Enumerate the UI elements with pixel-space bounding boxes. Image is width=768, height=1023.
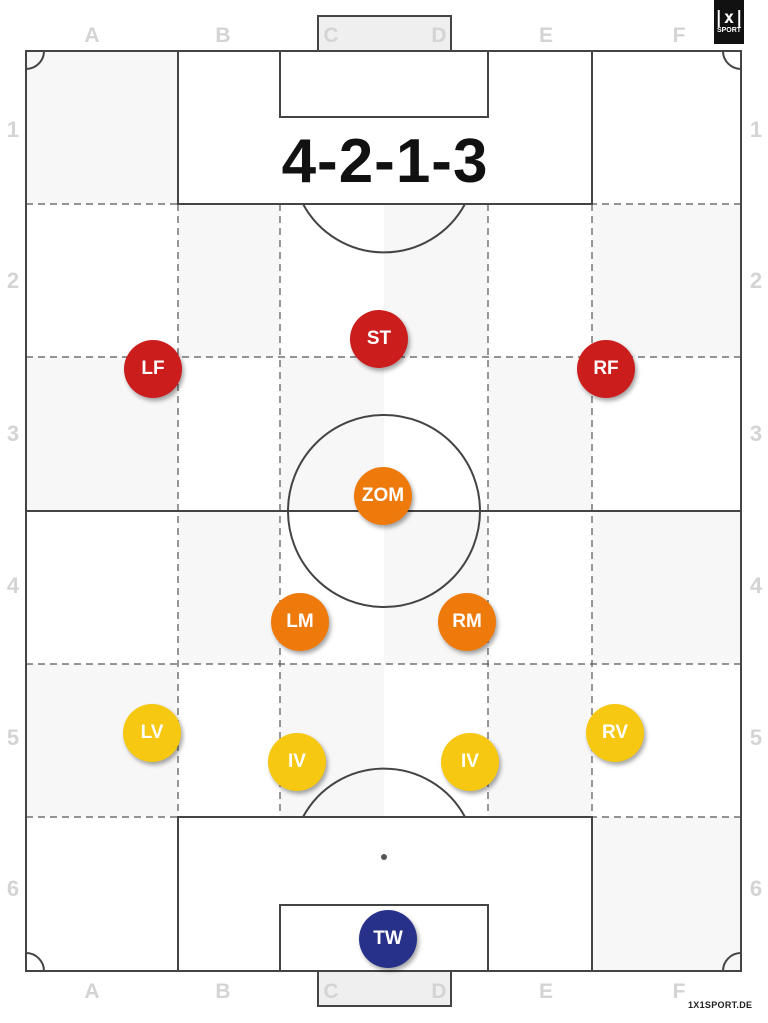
column-label-bottom: F: [672, 980, 686, 1003]
player-marker: RM: [438, 593, 496, 651]
row-label-left: 2: [6, 268, 20, 293]
column-label-bottom: E: [538, 980, 553, 1003]
column-label-top: A: [84, 24, 100, 47]
bottom-goal: [317, 970, 452, 1007]
column-label-bottom: B: [215, 980, 231, 1003]
row-label-right: 1: [749, 117, 763, 142]
row-label-right: 3: [749, 421, 763, 446]
column-label-bottom: D: [431, 980, 447, 1003]
player-marker: ST: [350, 310, 408, 368]
player-marker: LV: [123, 704, 181, 762]
brand-logo: |x| SPORT: [714, 0, 744, 44]
row-label-left: 1: [6, 117, 20, 142]
formation-title: 4-2-1-3: [281, 121, 489, 201]
player-marker: TW: [359, 910, 417, 968]
player-marker: ZOM: [354, 467, 412, 525]
row-label-left: 5: [6, 725, 20, 750]
site-url: 1X1SPORT.DE: [688, 1000, 753, 1010]
column-label-bottom: A: [84, 980, 100, 1003]
player-marker: IV: [268, 733, 326, 791]
row-label-left: 6: [6, 876, 20, 901]
penalty-spot: [381, 854, 387, 860]
player-marker: LM: [271, 593, 329, 651]
row-label-left: 4: [6, 573, 20, 598]
column-label-top: B: [215, 24, 231, 47]
logo-mark: |x|: [713, 8, 745, 28]
column-label-bottom: C: [323, 980, 339, 1003]
player-marker: RF: [577, 340, 635, 398]
row-label-right: 4: [749, 573, 763, 598]
column-label-top: D: [431, 24, 447, 47]
row-label-right: 2: [749, 268, 763, 293]
column-label-top: E: [538, 24, 553, 47]
player-marker: LF: [124, 340, 182, 398]
player-marker: IV: [441, 733, 499, 791]
row-label-right: 5: [749, 725, 763, 750]
column-label-top: C: [323, 24, 339, 47]
column-label-top: F: [672, 24, 686, 47]
logo-text: SPORT: [716, 27, 742, 34]
row-label-left: 3: [6, 421, 20, 446]
top-goal: [317, 15, 452, 52]
player-marker: RV: [586, 704, 644, 762]
row-label-right: 6: [749, 876, 763, 901]
